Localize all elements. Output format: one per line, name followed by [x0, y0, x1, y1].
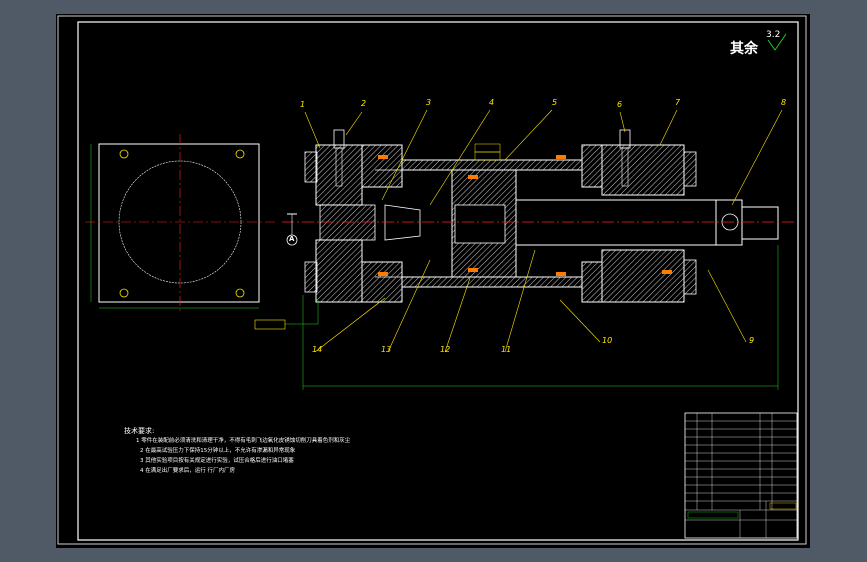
balloon-2: 2: [361, 99, 367, 108]
inner-border: [77, 21, 799, 541]
balloon-5: 5: [552, 98, 558, 107]
flange-view: [85, 134, 276, 312]
balloon-9: 9: [749, 336, 755, 345]
leader-lines: [304, 109, 783, 353]
balloon-11: 11: [501, 345, 512, 354]
tech-line-4: 4 在满足出厂要求后，运行 行厂内厂房: [140, 468, 235, 474]
tech-title: 技术要求:: [124, 427, 155, 435]
cylinder-assembly-section: [254, 129, 795, 390]
balloon-4: 4: [489, 98, 495, 107]
tech-line-1: 1 零件在装配前必须清洗和清理干净，不得有毛刺飞边氧化皮锈蚀切削刀具着色剂和灰尘: [136, 438, 351, 444]
balloon-10: 10: [602, 336, 613, 345]
roughness-prefix: 其余: [730, 41, 758, 57]
datum-label: A: [289, 235, 295, 243]
balloon-14: 14: [312, 345, 323, 354]
balloon-8: 8: [781, 98, 787, 107]
balloon-6: 6: [617, 100, 623, 109]
roughness-icon: [767, 33, 787, 51]
outer-border: [57, 15, 807, 545]
roughness-value: 3.2: [766, 30, 781, 40]
title-block: [684, 412, 798, 539]
balloon-1: 1: [300, 100, 306, 109]
tech-line-3: 3 其他实验项目按有关规定进行实验，试压合格后进行油口堵塞: [140, 458, 294, 464]
balloon-12: 12: [440, 345, 451, 354]
tech-line-2: 2 在最高试验压力下保持15分钟以上，不允许有渗漏和异常现象: [140, 448, 296, 454]
balloon-13: 13: [381, 345, 392, 354]
balloon-3: 3: [426, 98, 432, 107]
balloon-7: 7: [675, 98, 681, 107]
